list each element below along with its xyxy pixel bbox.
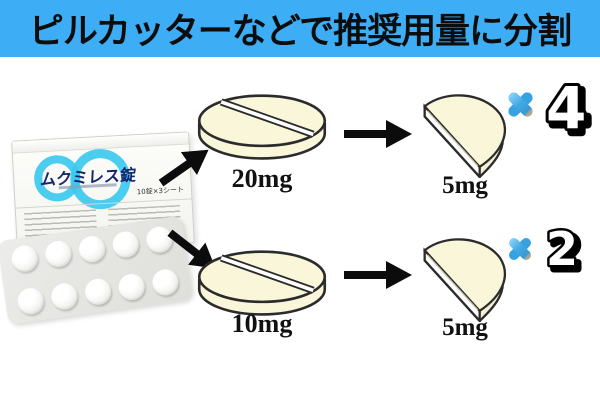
blister-pill	[116, 271, 147, 302]
blister-pill	[15, 286, 46, 316]
whole-pill-20mg-icon	[197, 94, 327, 160]
blister-pill	[43, 238, 74, 269]
page-title: ピルカッターなどで推奨用量に分割	[28, 12, 572, 52]
dose-label-10mg: 10mg	[231, 309, 293, 338]
count-shadow: 2	[550, 226, 582, 278]
arrow-right-icon	[344, 120, 412, 148]
half-pill-5mg-icon	[423, 94, 506, 178]
blister-pill	[77, 234, 107, 264]
multiply-icon	[508, 92, 533, 117]
header-banner: ピルカッターなどで推奨用量に分割	[0, 0, 600, 57]
half-pill-5mg-icon	[423, 238, 506, 322]
multiplier-count-row1: 4 4	[543, 71, 594, 144]
blister-pill	[9, 243, 40, 273]
count-text: 4	[546, 74, 586, 142]
blister-pill	[110, 229, 141, 259]
arrow-up-right-icon	[158, 149, 209, 187]
dose-label-5mg-row2: 5mg	[442, 314, 488, 341]
count-shadow: 4	[550, 78, 590, 144]
dose-label-5mg-row1: 5mg	[442, 172, 488, 199]
whole-pill-10mg-icon	[197, 250, 327, 316]
blister-pill	[83, 276, 113, 306]
multiplier-count-row2: 2 2	[544, 220, 586, 279]
dose-label-20mg: 20mg	[231, 164, 293, 193]
multiply-icon	[509, 238, 531, 260]
blister-pill	[49, 281, 80, 311]
arrow-right-icon	[344, 261, 412, 289]
count-text: 2	[546, 222, 578, 276]
